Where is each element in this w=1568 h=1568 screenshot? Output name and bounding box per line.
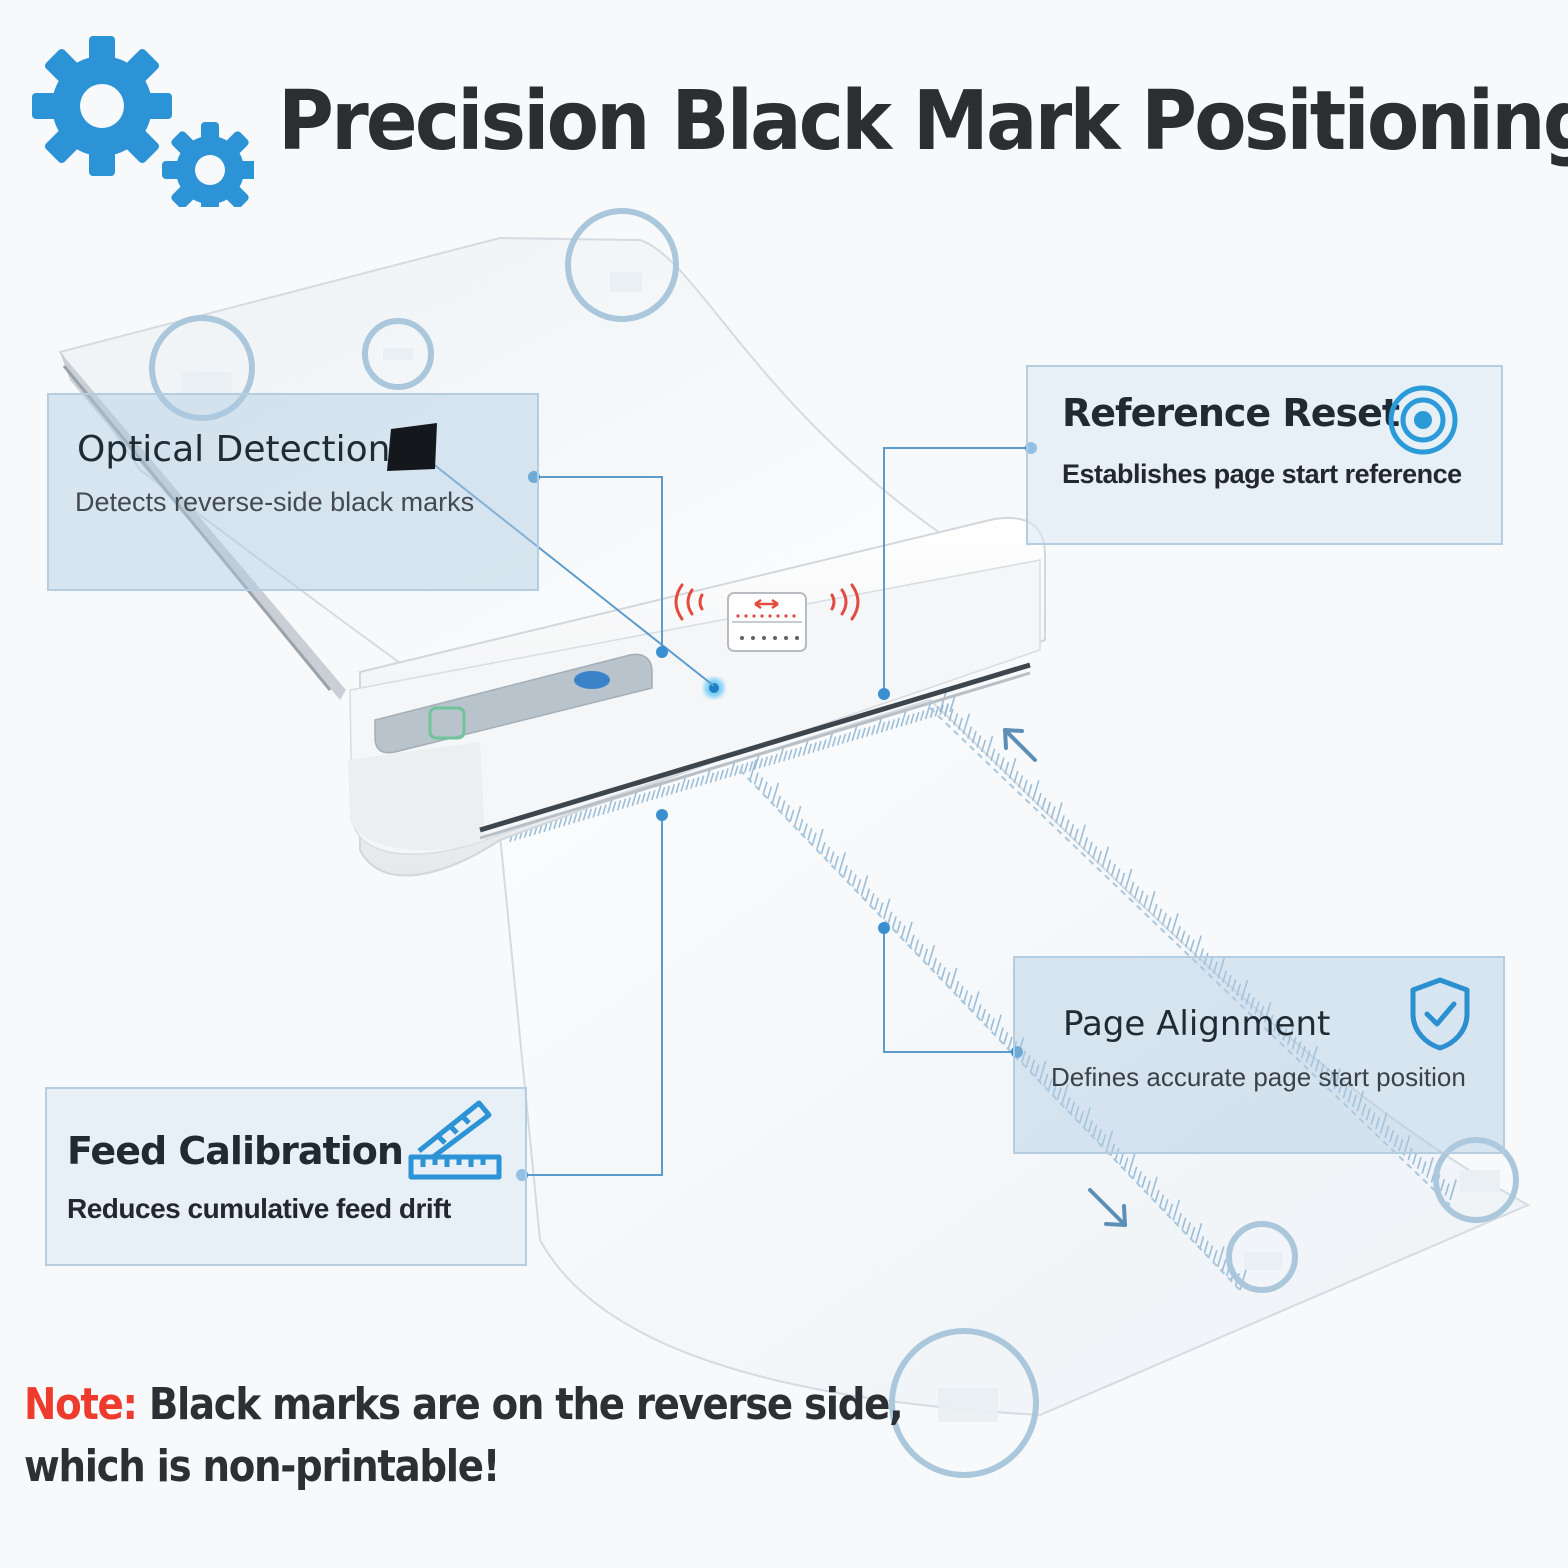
card-description: Detects reverse-side black marks	[75, 487, 475, 517]
card-description: Defines accurate page start position	[1051, 1062, 1466, 1092]
card-feed-calibration: Feed Calibration Reduces cumulative feed…	[45, 1087, 527, 1266]
thermal-printer-icon	[348, 516, 1046, 877]
card-title: Reference Reset	[1062, 391, 1400, 435]
card-page-alignment: Page Alignment Defines accurate page sta…	[1013, 956, 1505, 1154]
ruler-triangle-icon	[408, 1100, 502, 1180]
card-description: Reduces cumulative feed drift	[67, 1193, 451, 1224]
note-label: Note:	[24, 1379, 138, 1430]
card-description: Establishes page start reference	[1062, 459, 1462, 489]
note-line-1: Note: Black marks are on the reverse sid…	[24, 1374, 904, 1436]
note-text: Note: Black marks are on the reverse sid…	[24, 1374, 904, 1498]
shield-check-icon	[1410, 977, 1470, 1051]
note-line-1-text: Black marks are on the reverse side,	[148, 1379, 904, 1430]
card-title: Optical Detection	[77, 429, 391, 470]
highlight-circles	[149, 208, 1519, 1478]
gear-icon	[32, 36, 254, 207]
sensor-wave-icon	[674, 583, 860, 652]
note-line-2: which is non-printable!	[24, 1441, 500, 1492]
card-title: Feed Calibration	[67, 1129, 404, 1173]
card-optical-detection: Optical Detection Detects reverse-side b…	[47, 393, 539, 591]
card-reference-reset: Reference Reset Establishes page start r…	[1026, 365, 1503, 545]
target-icon	[1388, 385, 1458, 455]
black-square-sensor-icon	[387, 423, 437, 471]
page-title: Precision Black Mark Positioning	[278, 74, 1568, 169]
card-title: Page Alignment	[1063, 1004, 1331, 1044]
